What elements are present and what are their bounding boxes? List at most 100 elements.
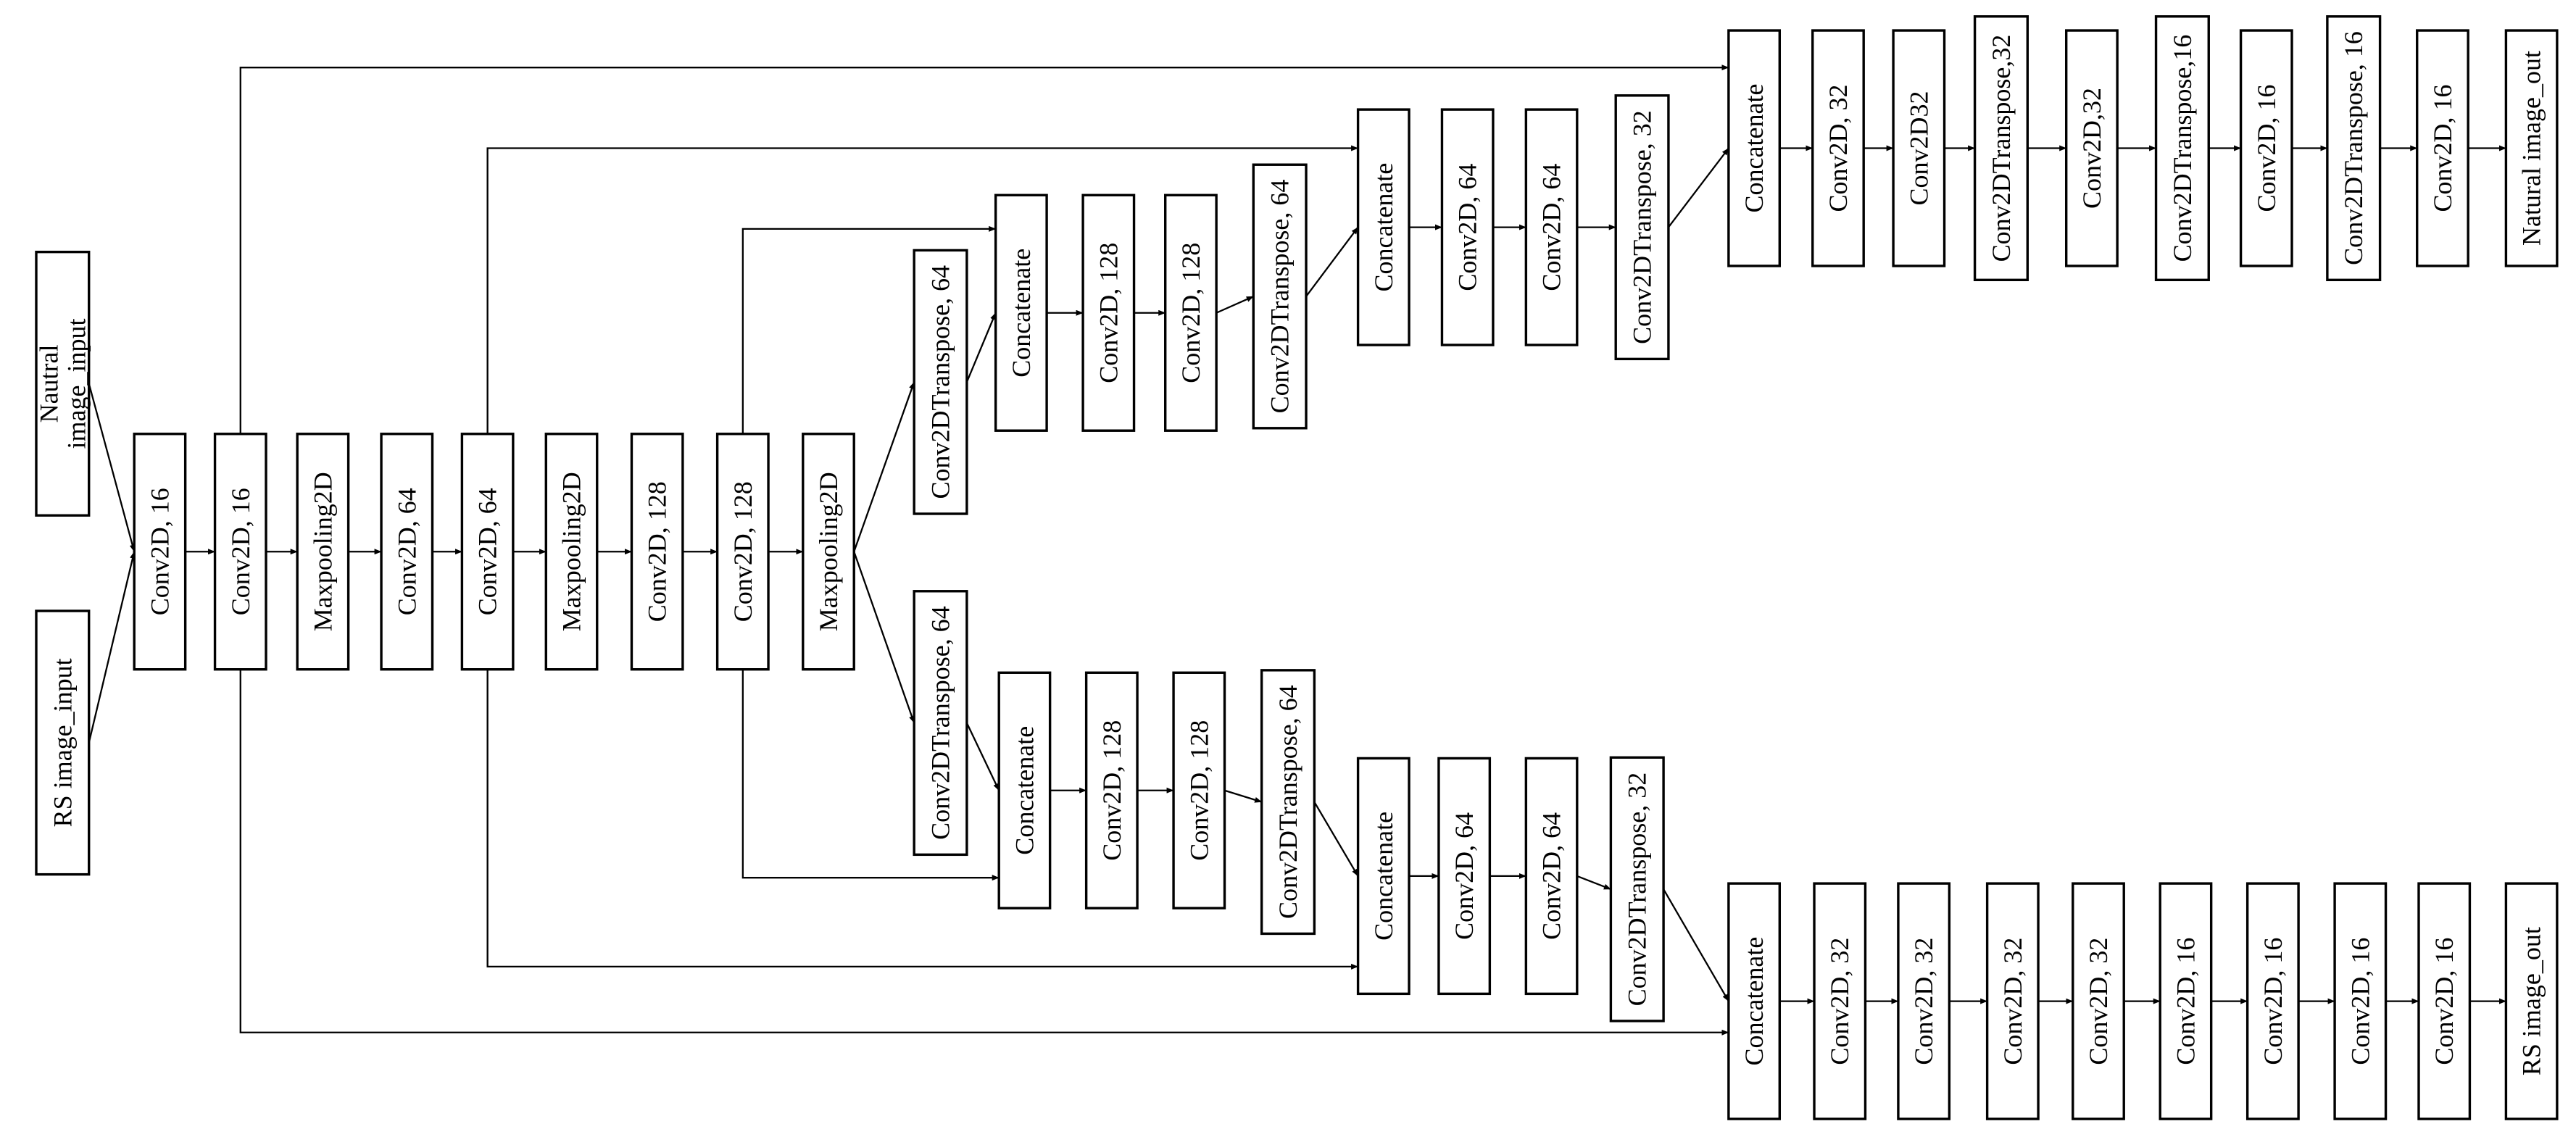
node-l18: Conv2D, 16: [2417, 882, 2472, 1120]
node-label: Conv2D,32: [2077, 88, 2106, 209]
node-e2: Conv2D, 16: [213, 433, 267, 671]
node-label: Conv2D, 128: [1176, 243, 1205, 383]
node-label: Conv2D, 128: [728, 481, 757, 622]
node-box: [715, 433, 770, 671]
edge-l4-to-l5: [1224, 789, 1263, 803]
node-box: [1081, 193, 1136, 432]
node-box: [2159, 882, 2213, 1120]
node-label: Conv2D, 128: [643, 481, 672, 622]
node-box: [630, 433, 684, 671]
node-e7: Conv2D, 128: [630, 433, 684, 671]
node-label: Conv2D, 64: [1537, 164, 1566, 291]
node-l5: Conv2DTranspose, 64: [1260, 669, 1316, 936]
node-u1: Conv2DTranspose, 64: [913, 249, 968, 515]
node-label: Conv2D, 16: [2428, 85, 2457, 212]
node-l10: Concatenate: [1727, 882, 1782, 1120]
node-label: Conv2D, 32: [1909, 938, 1938, 1065]
node-label: Concatenate: [1369, 163, 1398, 292]
node-label: Conv2D, 16: [2430, 938, 2459, 1065]
node-e4: Conv2D, 64: [380, 433, 434, 671]
node-box: [1727, 29, 1782, 267]
node-box: [1897, 882, 1951, 1120]
node-box: [913, 590, 968, 857]
node-u12: Conv2D32: [1892, 29, 1946, 267]
node-box: [1437, 757, 1492, 996]
node-u16: Conv2D, 16: [2239, 29, 2293, 267]
node-l4: Conv2D, 128: [1172, 671, 1226, 909]
node-box: [1164, 193, 1218, 432]
node-label: Conv2D, 16: [2252, 85, 2281, 212]
node-box: [1252, 163, 1308, 430]
node-box: [1524, 108, 1579, 346]
node-label: Conv2D, 128: [1094, 243, 1123, 383]
node-label: Conv2D, 64: [392, 488, 421, 615]
node-l8: Conv2D, 64: [1524, 757, 1579, 996]
node-u4: Conv2D, 128: [1164, 193, 1218, 432]
node-l9: Conv2DTranspose, 32: [1609, 756, 1665, 1023]
edge-u4-to-u5: [1216, 295, 1254, 314]
edge-u9-to-u10: [1668, 147, 1729, 228]
node-u18: Conv2D, 16: [2416, 29, 2469, 267]
node-box: [460, 433, 515, 671]
node-box: [1356, 108, 1410, 346]
node-label: Conv2D, 64: [1453, 164, 1482, 291]
node-box: [802, 433, 855, 671]
node-l2: Concatenate: [997, 671, 1052, 909]
node-box: [1973, 15, 2029, 282]
node-box: [296, 433, 350, 671]
node-label: Concatenate: [1740, 84, 1769, 213]
node-u17: Conv2DTranspose, 16: [2326, 15, 2382, 282]
node-label: Conv2D, 32: [1824, 85, 1853, 212]
node-l16: Conv2D, 16: [2245, 882, 2300, 1120]
node-label: Conv2DTranspose, 64: [1266, 180, 1295, 414]
node-l17: Conv2D, 16: [2333, 882, 2388, 1120]
node-label: Conv2DTranspose, 32: [1628, 110, 1657, 344]
edge-e8-to-l2: [741, 669, 1000, 881]
node-label: Conv2D, 128: [1184, 720, 1213, 861]
node-label: Conv2DTranspose, 64: [926, 265, 955, 499]
edge-e5-to-l6: [486, 669, 1359, 970]
node-box: [1172, 671, 1226, 909]
node-label: Conv2DTranspose,16: [2168, 35, 2197, 262]
node-n_in_rs: RS image_input: [35, 609, 91, 876]
node-u6: Concatenate: [1356, 108, 1410, 346]
node-box: [2326, 15, 2382, 282]
node-label: Conv2DTranspose, 64: [926, 606, 955, 840]
node-box: [133, 433, 187, 671]
edge-e2-to-l10: [239, 669, 1729, 1036]
node-e9: Maxpooling2D: [802, 433, 855, 671]
node-label: Conv2D32: [1904, 91, 1933, 206]
node-e6: Maxpooling2D: [544, 433, 599, 671]
node-label: Conv2D, 16: [2259, 938, 2288, 1065]
node-box: [997, 671, 1052, 909]
node-box: [2333, 882, 2388, 1120]
node-label: Conv2D, 64: [1450, 812, 1479, 940]
node-label: Concatenate: [1740, 937, 1769, 1066]
edges-layer: [88, 64, 2506, 1036]
node-box: [2239, 29, 2293, 267]
edge-l1-to-l2: [965, 722, 1000, 791]
edge-e9-to-u1: [853, 381, 915, 552]
node-u7: Conv2D, 64: [1440, 108, 1495, 346]
node-box: [1892, 29, 1946, 267]
edge-n_in_nat-to-e1: [88, 383, 136, 552]
edge-e9-to-l1: [853, 551, 915, 724]
node-label: Maxpooling2D: [557, 472, 586, 631]
node-box: [1084, 671, 1139, 909]
node-box: [2064, 29, 2119, 267]
node-label: Conv2DTranspose,32: [1987, 35, 2016, 262]
node-box: [1609, 756, 1665, 1023]
node-e3: Maxpooling2D: [296, 433, 350, 671]
node-e1: Conv2D, 16: [133, 433, 187, 671]
node-box: [913, 249, 968, 515]
node-l13: Conv2D, 32: [1985, 882, 2040, 1120]
edge-e5-to-u6: [486, 145, 1359, 434]
node-box: [2417, 882, 2472, 1120]
node-label: Conv2D, 128: [1097, 720, 1126, 861]
node-label: Conv2DTranspose, 64: [1274, 685, 1302, 919]
node-box: [213, 433, 267, 671]
node-box: [2504, 882, 2559, 1120]
node-u9: Conv2DTranspose, 32: [1614, 94, 1670, 361]
node-box: [380, 433, 434, 671]
